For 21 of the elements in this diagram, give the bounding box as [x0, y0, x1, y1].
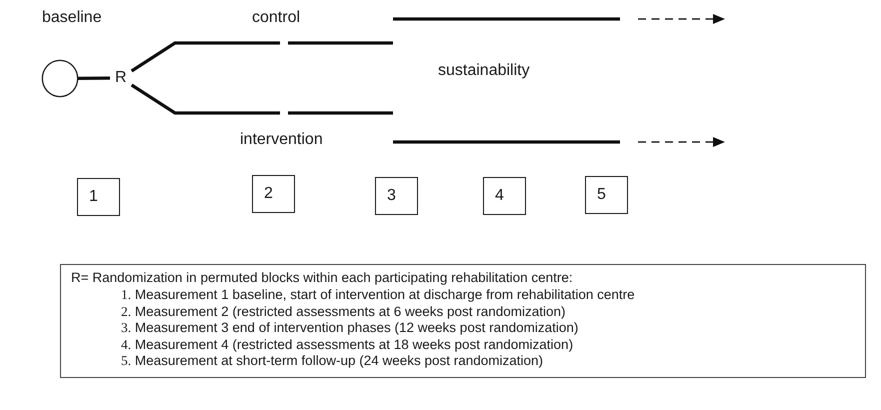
branch-line	[130, 84, 280, 115]
note-heading: R= Randomization in permuted blocks within each participating rehabilitation centre:	[71, 270, 573, 286]
letter-label: R	[110, 69, 132, 87]
numbered-box: 3	[375, 177, 418, 215]
list-item: 1. Measurement 1 baseline, start of intervention at discharge from rehabilitation centre	[121, 287, 635, 303]
list-item: 4. Measurement 4 (restricted assessments at 18 weeks post randomization)	[121, 336, 574, 352]
note-box	[60, 264, 866, 378]
branch-line	[130, 41, 280, 72]
list-item: 3. Measurement 3 end of intervention phases (12 weeks post randomization)	[121, 320, 578, 336]
numbered-box: 5	[585, 176, 628, 214]
arm-label: intervention	[240, 130, 323, 149]
numbered-box: 4	[483, 177, 526, 215]
numbered-box: 1	[77, 178, 120, 216]
list-item: 5. Measurement at short-term follow-up (24 weeks post randomization)	[121, 353, 544, 369]
empty-circle	[42, 60, 78, 97]
arm-label: control	[252, 8, 300, 27]
phase-label: sustainability	[438, 61, 530, 80]
phase-label: baseline	[42, 8, 102, 27]
connector-line	[78, 76, 110, 80]
numbered-box: 2	[252, 175, 295, 213]
list-item: 2. Measurement 2 (restricted assessments at 6 weeks post randomization)	[121, 304, 566, 320]
